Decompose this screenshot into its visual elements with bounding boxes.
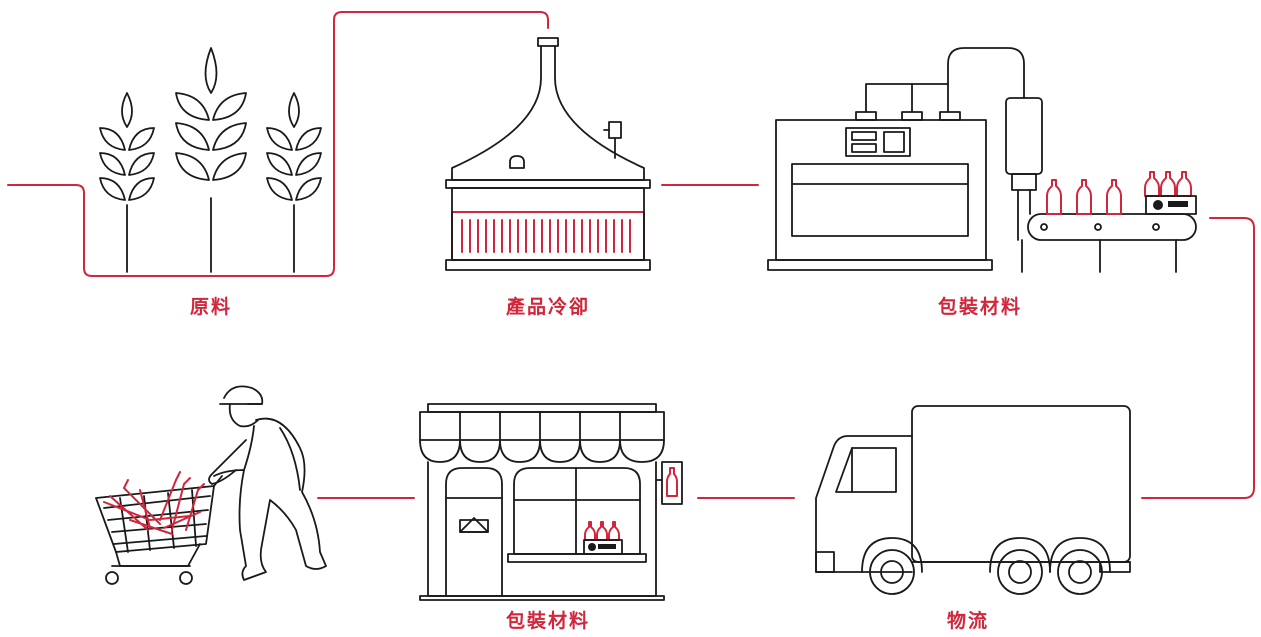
stage-label-cooling: 產品冷卻 [448,292,648,319]
shopper-cart-icon [96,386,326,584]
conveyor-bottles [1047,180,1121,214]
wheat-icon [100,48,321,272]
storefront-icon [420,404,682,600]
bottle-crate-icon [1145,172,1196,214]
delivery-truck-icon [816,406,1130,594]
stage-label-raw-materials: 原料 [111,292,311,319]
stage-label-retail: 包裝材料 [448,606,648,633]
stage-label-logistics: 物流 [868,606,1068,633]
kettle-cooling-coils [462,220,630,252]
connector-wheat-in [8,12,548,276]
connector-bottling-to-truck [1142,218,1254,498]
bottling-machine-icon [768,48,1196,272]
flow-connectors [8,12,1254,498]
stage-label-packaging: 包裝材料 [880,292,1080,319]
brew-kettle-icon [446,38,650,270]
